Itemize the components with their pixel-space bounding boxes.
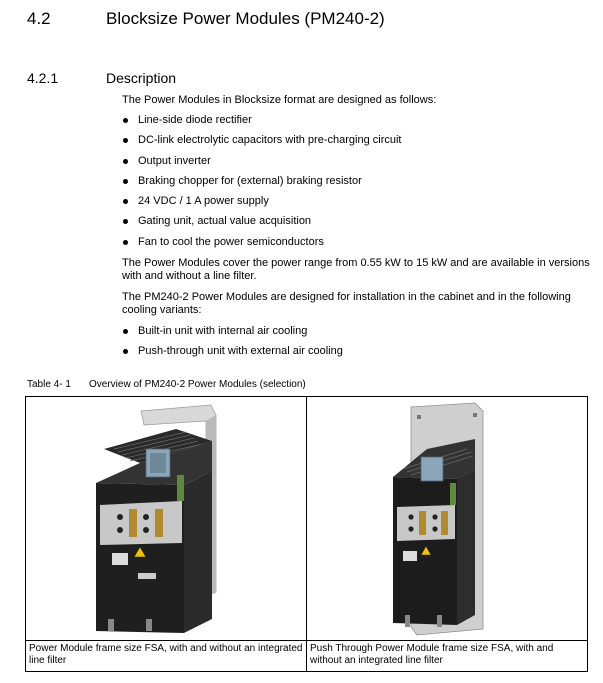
table-caption-cell: Push Through Power Module frame size FSA… [306,640,588,672]
section-number: 4.2 [27,9,51,28]
feature-item: Output inverter [122,155,401,175]
feature-item: 24 VDC / 1 A power supply [122,195,401,215]
cooling-item: Push-through unit with external air cool… [122,345,343,365]
subsection-number: 4.2.1 [27,70,59,86]
cooling-list: Built-in unit with internal air cooling … [122,325,343,366]
feature-item: Gating unit, actual value acquisition [122,215,401,235]
installation-paragraph: The PM240-2 Power Modules are designed f… [122,291,571,316]
feature-list: Line-side diode rectifier DC-link electr… [122,114,401,256]
feature-item: Fan to cool the power semiconductors [122,236,401,256]
overview-table: Power Module frame size FSA, with and wi… [25,396,588,672]
power-module-image [96,404,217,633]
subsection-title: Description [106,70,177,86]
table-caption-cell: Power Module frame size FSA, with and wi… [25,640,307,672]
table-caption-title: Overview of PM240-2 Power Modules (selec… [89,379,306,390]
push-through-module-image [393,402,484,636]
cooling-item: Built-in unit with internal air cooling [122,325,343,345]
feature-item: Line-side diode rectifier [122,114,401,134]
table-caption-number: Table 4- 1 [27,379,71,390]
table-image-cell [25,396,307,641]
table-image-cell [306,396,588,641]
intro-paragraph: The Power Modules in Blocksize format ar… [122,94,437,106]
feature-item: Braking chopper for (external) braking r… [122,175,401,195]
power-range-paragraph: The Power Modules cover the power range … [122,257,590,282]
section-title: Blocksize Power Modules (PM240-2) [106,9,385,28]
feature-item: DC-link electrolytic capacitors with pre… [122,134,401,154]
